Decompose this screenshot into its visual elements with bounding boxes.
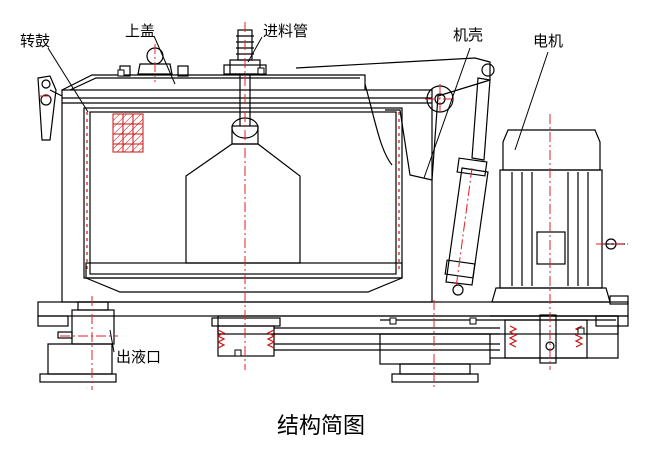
motor-body xyxy=(491,129,629,305)
bolt-heads xyxy=(117,67,585,357)
top-cover-hinge xyxy=(119,47,189,77)
drum-mesh-detail xyxy=(112,113,144,153)
hydraulic-cylinder xyxy=(444,77,491,296)
label-feed-pipe: 进料管 xyxy=(263,22,309,40)
pulley-grooves xyxy=(216,325,584,349)
support-legs xyxy=(39,301,479,383)
label-motor: 电机 xyxy=(533,32,564,50)
casing-arm xyxy=(295,57,495,181)
label-drum: 转鼓 xyxy=(20,32,51,50)
casing-body xyxy=(61,74,433,303)
centerlines xyxy=(40,22,628,390)
left-handle xyxy=(37,75,63,141)
basket-hub xyxy=(85,117,403,293)
diagram-caption: 结构简图 xyxy=(277,414,366,439)
label-top-cover: 上盖 xyxy=(125,22,156,40)
drum-perforations xyxy=(86,112,400,272)
leader-lines xyxy=(47,35,549,353)
label-outlet: 出液口 xyxy=(116,348,162,366)
belt-drive xyxy=(211,314,588,364)
label-casing: 机壳 xyxy=(453,26,484,44)
